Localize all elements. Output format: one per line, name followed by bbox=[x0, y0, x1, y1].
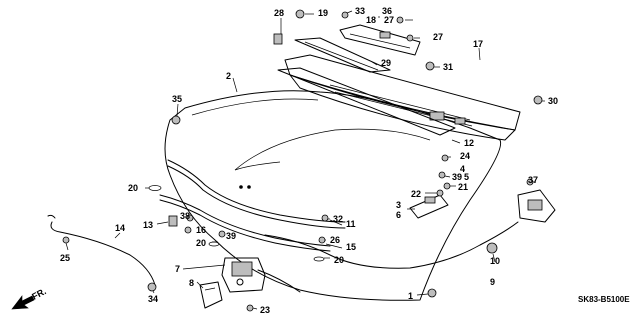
release-handle bbox=[486, 189, 556, 254]
clip-icon-27b bbox=[406, 34, 414, 42]
clip-icon-35 bbox=[171, 115, 181, 125]
callout-32: 32 bbox=[333, 214, 343, 224]
fasteners bbox=[62, 9, 543, 312]
callout-28: 28 bbox=[274, 8, 284, 18]
callout-37: 37 bbox=[528, 175, 538, 185]
clip-icon-27 bbox=[396, 16, 404, 24]
callout-5: 5 bbox=[464, 172, 469, 182]
rod-grommet-icon bbox=[147, 282, 157, 292]
release-cable bbox=[264, 221, 519, 269]
hood-hinge bbox=[409, 194, 449, 219]
hood-support-rod bbox=[47, 214, 157, 292]
bolt-icon-39a bbox=[438, 171, 446, 179]
callout-13: 13 bbox=[143, 220, 153, 230]
bolt-icon-33 bbox=[341, 11, 349, 19]
callout-20-mid: 20 bbox=[196, 238, 206, 248]
upper-cowl-panel bbox=[339, 24, 421, 56]
callout-10: 10 bbox=[490, 256, 500, 266]
clip-icon-25 bbox=[62, 236, 70, 244]
callout-27-upper: 27 bbox=[384, 15, 394, 25]
callout-6: 6 bbox=[396, 210, 401, 220]
clip-icon-28 bbox=[273, 33, 283, 45]
callout-27-lower: 27 bbox=[433, 32, 443, 42]
callout-20-left: 20 bbox=[128, 183, 138, 193]
callout-25: 25 bbox=[60, 253, 70, 263]
hood-panel bbox=[164, 90, 502, 301]
callout-15: 15 bbox=[346, 242, 356, 252]
latch-bracket bbox=[199, 281, 223, 309]
callout-4: 4 bbox=[460, 164, 465, 174]
callout-2: 2 bbox=[226, 71, 231, 81]
callout-34: 34 bbox=[148, 294, 158, 304]
cowl-top-cover bbox=[277, 54, 521, 141]
hood-front-molding bbox=[159, 194, 331, 252]
callout-7: 7 bbox=[175, 264, 180, 274]
callout-20-right: 20 bbox=[334, 255, 344, 265]
callout-16: 16 bbox=[196, 225, 206, 235]
callout-14: 14 bbox=[115, 223, 125, 233]
callout-38: 38 bbox=[180, 211, 190, 221]
callout-11: 11 bbox=[346, 219, 356, 229]
direction-label: FR. bbox=[30, 286, 47, 302]
clip-icon-38 bbox=[186, 214, 194, 222]
callout-3: 3 bbox=[396, 200, 401, 210]
clip-icon-26 bbox=[318, 236, 326, 244]
callout-9: 9 bbox=[490, 277, 495, 287]
callout-21: 21 bbox=[458, 182, 468, 192]
callout-36: 36 bbox=[382, 6, 392, 16]
bolt-icon-39b bbox=[218, 230, 226, 238]
callout-18: 18 bbox=[366, 15, 376, 25]
callout-29: 29 bbox=[381, 58, 391, 68]
callout-39-upper: 39 bbox=[452, 172, 462, 182]
callout-35: 35 bbox=[172, 94, 182, 104]
callout-8: 8 bbox=[189, 278, 194, 288]
callout-23: 23 bbox=[260, 305, 270, 315]
clip-icon-24 bbox=[441, 154, 449, 162]
diagram-code: SK83-B5100E bbox=[578, 295, 630, 304]
callout-30: 30 bbox=[548, 96, 558, 106]
callout-17: 17 bbox=[473, 39, 483, 49]
hood-latch bbox=[221, 257, 301, 293]
clip-icon-32 bbox=[321, 214, 329, 222]
bolt-icon-23 bbox=[246, 304, 254, 312]
callout-26: 26 bbox=[330, 235, 340, 245]
arrow-left-icon bbox=[11, 295, 35, 310]
front-direction-arrow: FR. bbox=[11, 286, 48, 310]
callout-19: 19 bbox=[318, 8, 328, 18]
callout-24: 24 bbox=[460, 151, 470, 161]
leader-lines bbox=[65, 10, 545, 310]
callout-12: 12 bbox=[464, 138, 474, 148]
hood-seal bbox=[167, 159, 346, 229]
clip-icon-1 bbox=[427, 288, 437, 298]
callout-numbers: 2 35 28 19 33 36 18 27 27 17 29 31 30 12… bbox=[60, 6, 558, 315]
clip-icon-16 bbox=[184, 226, 192, 234]
clip-icon-31 bbox=[425, 61, 435, 71]
clip-icon-13 bbox=[168, 215, 178, 227]
cowl-seal-strip bbox=[294, 37, 391, 73]
grommet-icon-20c bbox=[313, 256, 325, 262]
callout-39-lower: 39 bbox=[226, 231, 236, 241]
grommet-icon-20a bbox=[148, 185, 162, 191]
bolt-icon-22 bbox=[436, 189, 444, 197]
callout-33: 33 bbox=[355, 6, 365, 16]
grommet-icon-20b bbox=[208, 241, 220, 247]
callout-22: 22 bbox=[411, 189, 421, 199]
callout-31: 31 bbox=[443, 62, 453, 72]
clip-icon-19 bbox=[295, 9, 305, 19]
bolt-icon-21 bbox=[443, 182, 451, 190]
callout-1: 1 bbox=[408, 291, 413, 301]
clip-icon-30 bbox=[533, 95, 543, 105]
